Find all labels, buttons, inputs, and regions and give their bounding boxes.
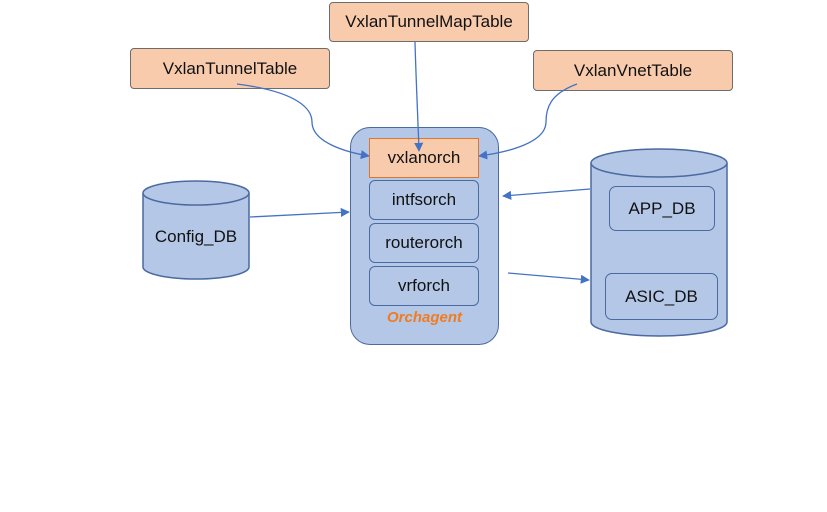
arrow-orchagent-to-asic-db [507, 272, 590, 284]
arrow-app-db-to-orchagent [502, 188, 591, 200]
config-db-cylinder [142, 180, 250, 280]
vxlan-tunnel-table-box[interactable]: VxlanTunnelTable [130, 48, 330, 89]
vrforch-label: vrforch [398, 276, 450, 295]
vxlan-tunnel-map-table-label: VxlanTunnelMapTable [345, 12, 513, 31]
vxlan-vnet-table-box[interactable]: VxlanVnetTable [533, 50, 733, 91]
vxlan-tunnel-map-table-box[interactable]: VxlanTunnelMapTable [329, 2, 529, 42]
app-db-box[interactable]: APP_DB [609, 186, 715, 231]
vxlanorch-label: vxlanorch [387, 148, 461, 167]
vxlan-vnet-table-label: VxlanVnetTable [573, 60, 693, 80]
routerorch-label: routerorch [385, 233, 463, 252]
app-db-label: APP_DB [628, 198, 696, 218]
arrow-tunnel-to-vxlanorch [236, 83, 370, 160]
asic-db-label: ASIC_DB [625, 286, 698, 306]
asic-db-box[interactable]: ASIC_DB [605, 273, 718, 320]
intfsorch-box[interactable]: intfsorch [369, 180, 479, 220]
config-db-label: Config_DB [154, 227, 238, 246]
vrforch-box[interactable]: vrforch [369, 266, 479, 306]
vxlanorch-box[interactable]: vxlanorch [369, 138, 479, 178]
intfsorch-label: intfsorch [391, 190, 457, 209]
arrow-tunnel-map-to-vxlanorch [414, 41, 424, 152]
arrow-config-db-to-orchagent [249, 207, 350, 218]
routerorch-box[interactable]: routerorch [369, 223, 479, 263]
arrow-vnet-to-vxlanorch [478, 83, 578, 160]
vxlan-tunnel-table-label: VxlanTunnelTable [162, 58, 298, 78]
orchagent-label: Orchagent [386, 309, 462, 326]
